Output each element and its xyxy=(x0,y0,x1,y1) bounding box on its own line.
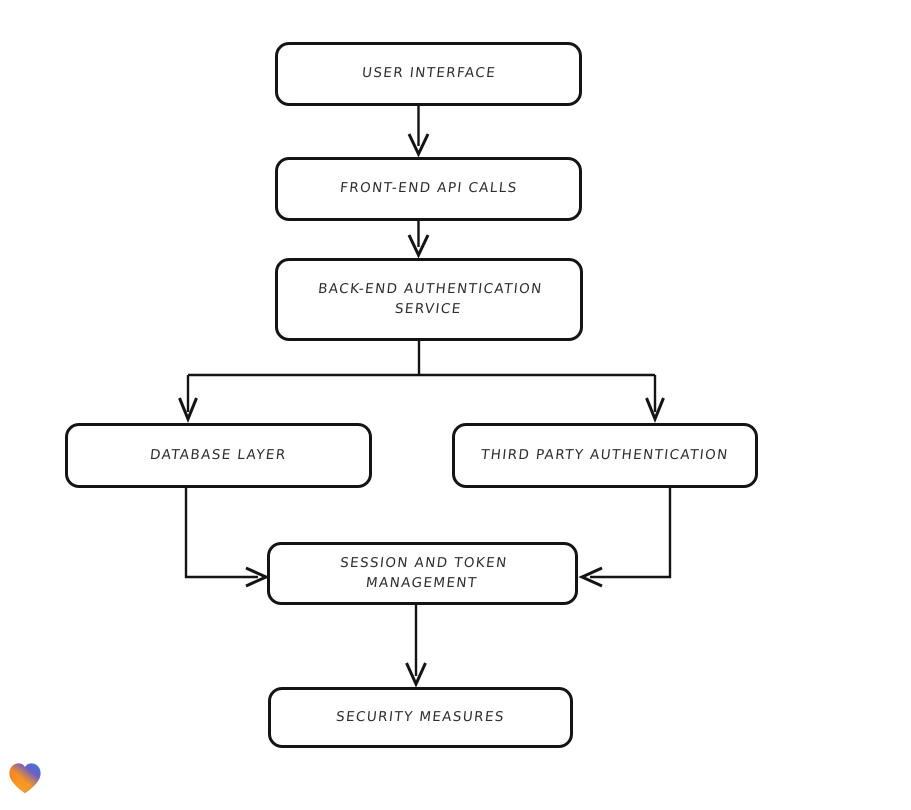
edge-db-to-session xyxy=(184,488,270,588)
node-label-user-interface: User Interface xyxy=(360,65,497,82)
node-label-front-end-api-calls: Front-End API Calls xyxy=(338,180,519,197)
node-front-end-api-calls[interactable]: Front-End API Calls xyxy=(275,157,582,221)
node-label-database-layer: Database Layer xyxy=(149,446,288,463)
edge-backend-split-stem xyxy=(188,341,655,377)
node-database-layer[interactable]: Database Layer xyxy=(65,423,372,488)
node-label-back-end-auth-service: Back-End Authentication Service xyxy=(317,280,544,317)
edge-ui-to-api xyxy=(407,106,430,158)
heart-icon xyxy=(9,763,41,794)
node-third-party-authentication[interactable]: Third Party Authentication xyxy=(452,423,758,488)
node-security-measures[interactable]: Security Measures xyxy=(268,687,573,748)
node-label-security-measures: Security Measures xyxy=(335,708,506,725)
node-user-interface[interactable]: User Interface xyxy=(275,42,582,106)
node-label-session-token-management: Session and Token Management xyxy=(339,554,509,591)
edge-backend-to-db xyxy=(178,375,198,423)
node-label-third-party-authentication: Third Party Authentication xyxy=(480,446,730,463)
edge-third-to-session xyxy=(578,488,672,588)
edge-api-to-backend xyxy=(407,221,430,259)
node-back-end-auth-service[interactable]: Back-End Authentication Service xyxy=(275,258,583,341)
node-session-token-management[interactable]: Session and Token Management xyxy=(267,542,578,605)
edge-backend-to-third xyxy=(645,375,665,423)
edge-session-to-security xyxy=(405,605,427,688)
